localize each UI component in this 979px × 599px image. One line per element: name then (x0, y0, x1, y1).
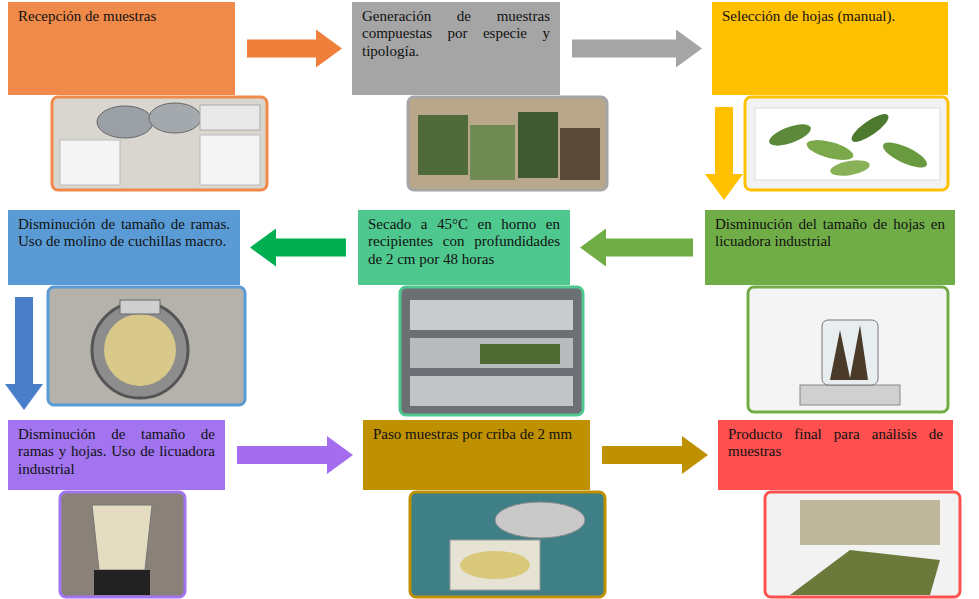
mill-lid (120, 300, 160, 314)
step-text: Producto final para análisis de muestras (728, 426, 943, 461)
photo-scale (748, 287, 948, 412)
leaf (829, 158, 871, 179)
flow-arrow (247, 40, 316, 58)
photo-frame (748, 287, 948, 412)
photo-frame (52, 97, 267, 190)
process-box: Paso muestras por criba de 2 mm (363, 420, 590, 490)
glass-jar (822, 320, 878, 385)
process-box: Secado a 45°C en horno en recipientes co… (358, 210, 570, 285)
flow-arrow (602, 446, 682, 464)
step-text: Selección de hojas (manual). (722, 8, 938, 25)
leaf (805, 136, 856, 164)
container (450, 540, 540, 590)
cooler (200, 135, 260, 185)
foil-tray (410, 300, 573, 330)
flow-arrow (15, 297, 33, 384)
photo-frame (410, 492, 605, 597)
leaf (767, 120, 814, 150)
step-text: Disminución de tamaño de ramas. Uso de m… (18, 216, 230, 251)
flow-arrow (276, 239, 346, 257)
photo-blender (60, 492, 185, 597)
photo-frame (48, 287, 245, 405)
photo-frame (60, 492, 185, 597)
leaves (830, 325, 868, 380)
sample-bag (518, 112, 558, 178)
branches (104, 314, 176, 386)
step-text: Disminución del tamaño de hojas en licua… (715, 216, 945, 251)
flow-arrow (715, 107, 733, 174)
photo-bags (408, 97, 607, 190)
sample-bag (470, 125, 515, 180)
photo-reception (52, 97, 267, 190)
process-box: Recepción de muestras (8, 2, 235, 95)
step-text: Secado a 45°C en horno en recipientes co… (368, 216, 560, 268)
photo-frame (400, 287, 583, 415)
step-text: Disminución de tamaño de ramas y hojas. … (18, 426, 215, 478)
step-text: Generación de muestras compuestas por es… (362, 8, 550, 60)
powder (460, 551, 530, 579)
blender-jar (92, 505, 152, 570)
powder-bag (800, 500, 940, 545)
step-text: Recepción de muestras (18, 8, 225, 25)
sieve (495, 502, 585, 538)
step-text: Paso muestras por criba de 2 mm (373, 426, 580, 443)
photo-frame (765, 492, 960, 597)
process-box: Selección de hojas (manual). (712, 2, 948, 95)
process-box: Disminución del tamaño de hojas en licua… (705, 210, 955, 285)
foil-tray (410, 376, 573, 406)
photo-leaves (745, 97, 948, 190)
photo-sieve (410, 492, 605, 597)
photo-mill (48, 287, 245, 405)
powder-bag (790, 550, 940, 595)
sample-bag (418, 115, 468, 175)
photo-frame (745, 97, 948, 190)
photo-frame (408, 97, 607, 190)
pot (97, 106, 153, 138)
flow-arrow (606, 239, 693, 257)
photo-oven (400, 287, 583, 415)
tray (755, 108, 940, 180)
process-box: Generación de muestras compuestas por es… (352, 2, 560, 95)
scale (800, 385, 900, 405)
drying-leaves (480, 344, 560, 364)
cooler (200, 105, 260, 130)
pot (149, 103, 201, 133)
blender-base (94, 570, 150, 595)
sample-bag (560, 128, 600, 180)
process-box: Producto final para análisis de muestras (718, 420, 953, 490)
flow-arrow (572, 40, 676, 58)
process-box: Disminución de tamaño de ramas. Uso de m… (8, 210, 240, 285)
cooler (60, 140, 120, 185)
process-box: Disminución de tamaño de ramas y hojas. … (8, 420, 225, 490)
leaf (848, 110, 892, 147)
leaf (880, 138, 930, 173)
mill-bowl (92, 302, 188, 398)
foil-tray (410, 338, 573, 368)
photo-product (765, 492, 960, 597)
flow-arrow (237, 446, 327, 464)
